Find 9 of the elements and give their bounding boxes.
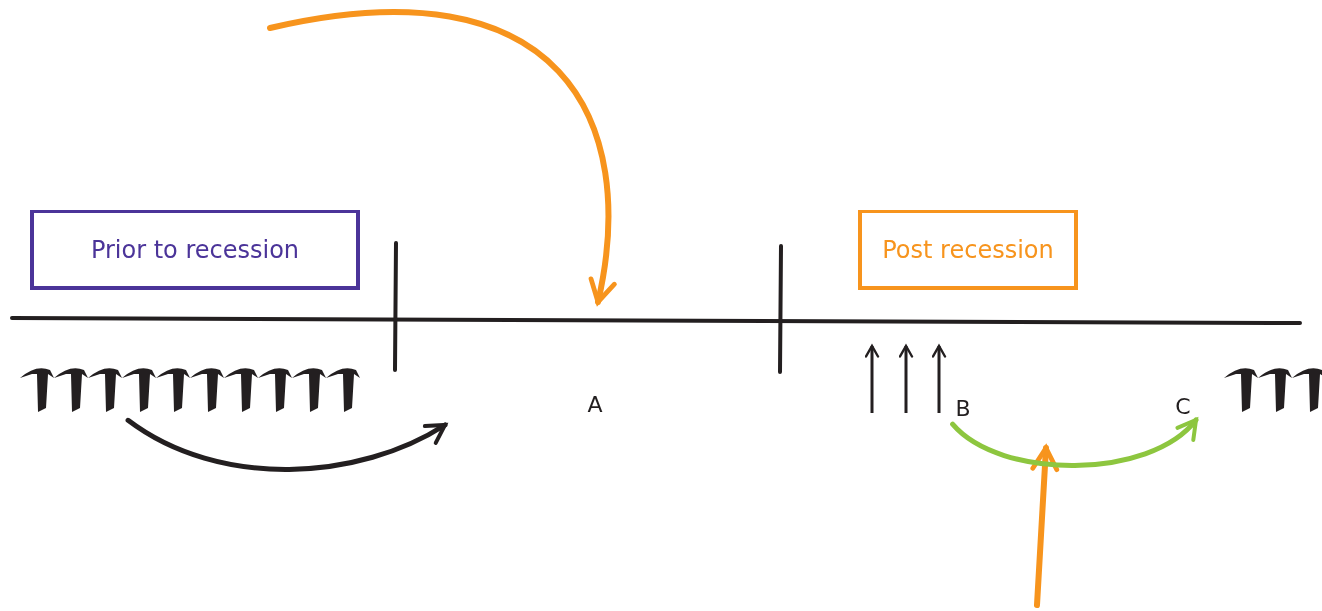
point-label: C: [1170, 392, 1196, 420]
period-box: [30, 210, 360, 290]
box-title: Prior to recession: [90, 235, 300, 264]
point-label: A: [582, 390, 608, 418]
point-label: B: [950, 394, 976, 422]
curved-arrow: [950, 417, 1199, 469]
period-box: [858, 210, 1078, 290]
curved-arrow: [125, 417, 448, 472]
box-title: Post recession: [882, 235, 1054, 264]
